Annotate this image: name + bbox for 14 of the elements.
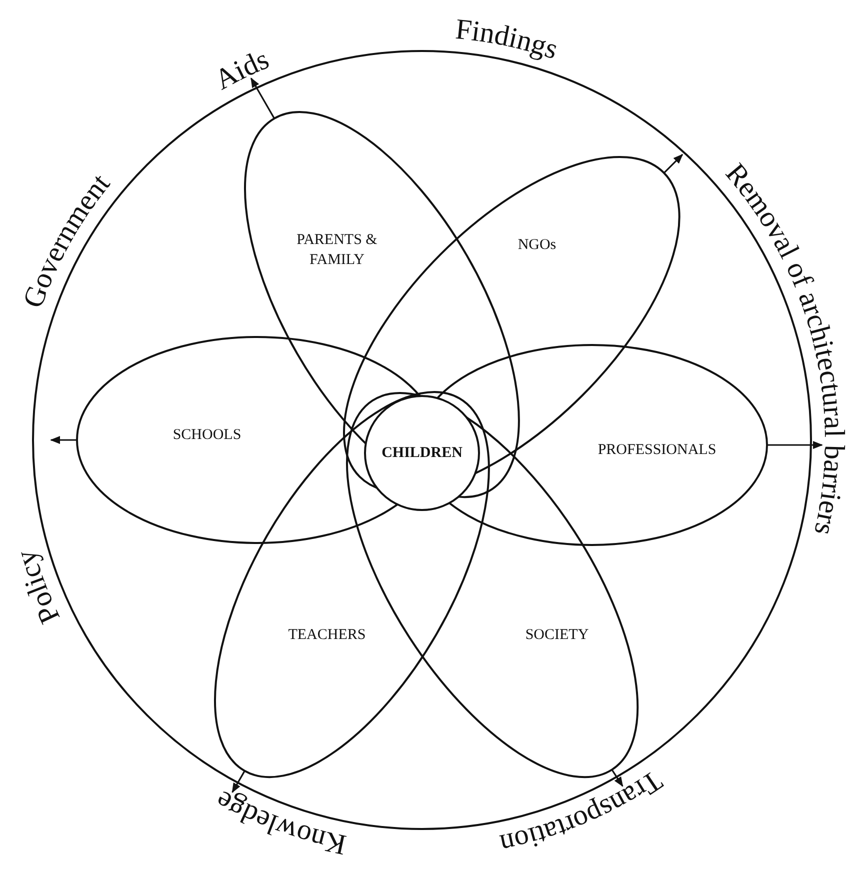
arrow <box>663 154 684 174</box>
node-label: CHILDREN <box>382 444 462 463</box>
arrow <box>232 770 246 794</box>
node-label: PARENTS & FAMILY <box>296 230 378 270</box>
arrow <box>50 436 77 444</box>
node-label: PROFESSIONALS <box>598 440 716 460</box>
arrow <box>767 441 823 449</box>
curved-label: Findings <box>454 13 562 66</box>
curved-label: Aids <box>210 43 274 96</box>
node-label: SOCIETY <box>525 626 589 645</box>
node-label: NGOs <box>518 236 556 255</box>
node-label: TEACHERS <box>288 626 366 645</box>
node-label: SCHOOLS <box>172 426 242 445</box>
arrow <box>250 77 276 120</box>
